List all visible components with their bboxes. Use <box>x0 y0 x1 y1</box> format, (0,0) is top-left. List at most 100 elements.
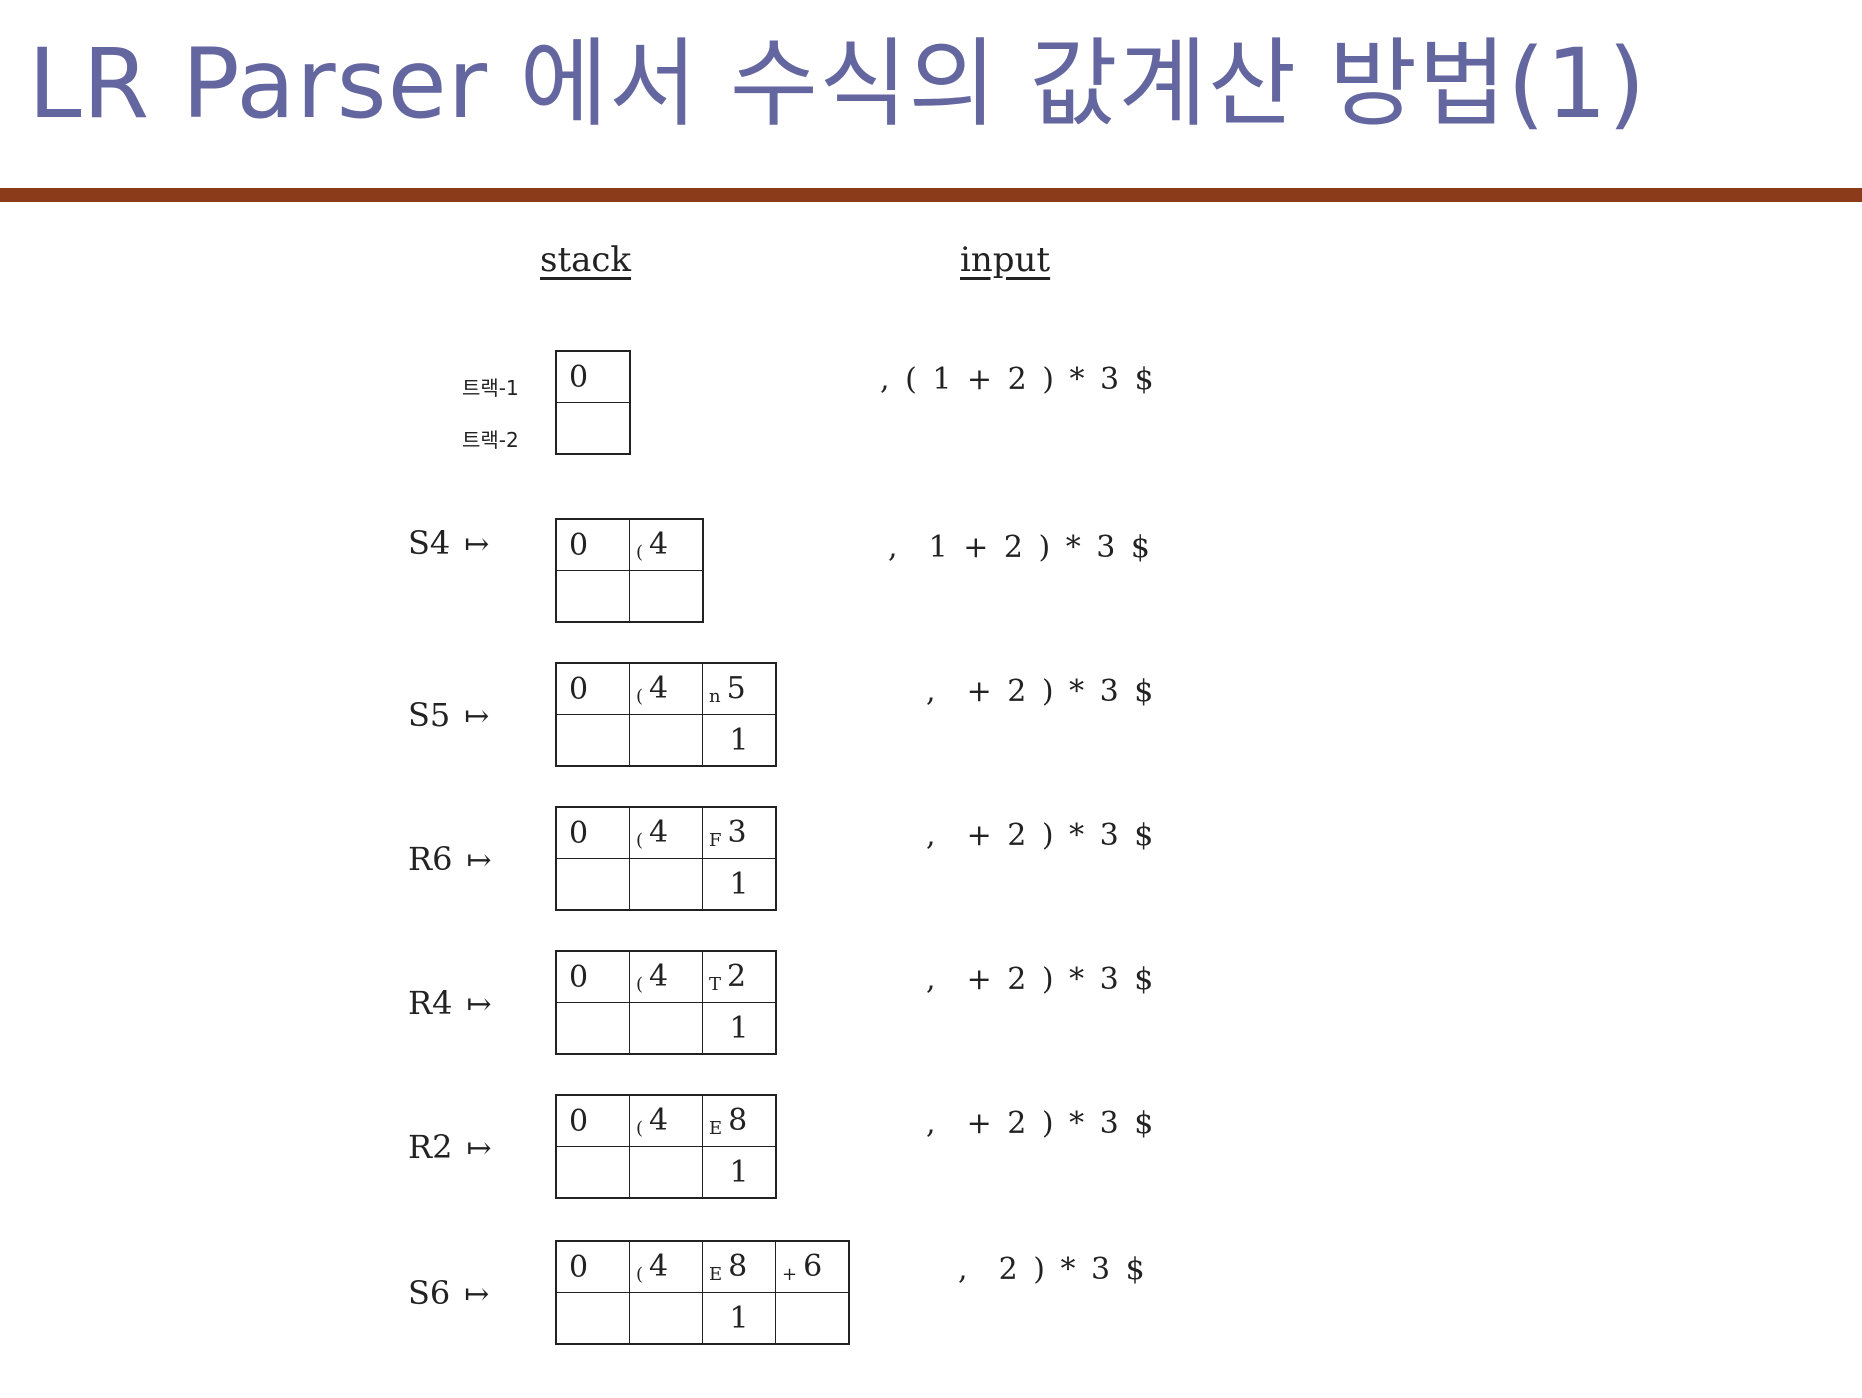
action-label: S5 <box>408 696 451 734</box>
stack-cell: 0 <box>555 662 630 715</box>
stack-cell: 0 <box>555 518 630 571</box>
parser-state: 0 <box>569 1249 589 1285</box>
semantic-value: 1 <box>702 858 777 911</box>
stack-header: stack <box>540 240 632 280</box>
semantic-value <box>555 402 631 455</box>
stack-cell: (4 <box>629 950 703 1003</box>
step-action: S5 ↦ <box>408 696 489 734</box>
parser-state: 0 <box>569 359 589 395</box>
grammar-symbol: E <box>709 1264 723 1285</box>
track-2-row: 1 <box>555 1146 777 1199</box>
stack-cell: (4 <box>629 806 703 859</box>
grammar-symbol: ( <box>636 686 644 707</box>
action-label: R4 <box>408 984 453 1022</box>
parser-state: 4 <box>649 815 669 850</box>
parser-state: 4 <box>649 959 669 994</box>
parser-state: 0 <box>569 959 589 995</box>
maps-to-arrow-icon: ↦ <box>466 1131 492 1166</box>
parser-state: 8 <box>728 1103 748 1138</box>
stack-cell: 0 <box>555 1240 630 1293</box>
step-action: S4↦ <box>408 524 489 562</box>
semantic-value <box>629 570 704 623</box>
grammar-symbol: F <box>709 830 722 851</box>
title-divider <box>0 188 1862 202</box>
parser-state: 4 <box>649 671 669 706</box>
stack-cell: (4 <box>629 1094 703 1147</box>
remaining-input: , ( 1 + 2 ) * 3 $ <box>880 362 1154 397</box>
semantic-value <box>555 714 630 767</box>
semantic-value <box>629 858 703 911</box>
maps-to-arrow-icon: ↦ <box>464 527 490 562</box>
semantic-value: 1 <box>702 714 777 767</box>
step-action: R6 ↦ <box>408 840 492 878</box>
semantic-value <box>775 1292 850 1345</box>
stack-cell: (4 <box>629 518 704 571</box>
semantic-value: 1 <box>702 1292 776 1345</box>
parser-state: 0 <box>569 671 589 707</box>
grammar-symbol: ( <box>636 974 644 995</box>
semantic-value <box>629 1292 703 1345</box>
stack-table: 0 (4 <box>555 518 704 623</box>
action-label: S6 <box>408 1274 451 1312</box>
grammar-symbol: + <box>782 1264 798 1285</box>
parser-state: 6 <box>803 1249 823 1284</box>
stack-cell: (4 <box>629 662 703 715</box>
track-2-row: 1 <box>555 714 777 767</box>
maps-to-arrow-icon: ↦ <box>466 987 492 1022</box>
stack-cell: 0 <box>555 950 630 1003</box>
semantic-value: 1 <box>702 1146 777 1199</box>
grammar-symbol: ( <box>636 542 644 563</box>
maps-to-arrow-icon: ↦ <box>466 843 492 878</box>
action-label: R6 <box>408 840 453 878</box>
semantic-value <box>555 1002 630 1055</box>
grammar-symbol: n <box>709 686 721 707</box>
semantic-value <box>629 1146 703 1199</box>
remaining-input: , + 2 ) * 3 $ <box>926 818 1154 853</box>
semantic-value <box>629 714 703 767</box>
stack-table: 0 <box>555 350 631 455</box>
track-1-row: 0 (4 <box>555 518 704 571</box>
input-header: input <box>960 240 1051 280</box>
stack-cell: 0 <box>555 1094 630 1147</box>
parser-state: 2 <box>727 959 747 994</box>
track-1-row: 0 <box>555 350 631 403</box>
maps-to-arrow-icon: ↦ <box>464 699 490 734</box>
parser-state: 5 <box>726 671 746 706</box>
remaining-input: , + 2 ) * 3 $ <box>926 674 1154 709</box>
step-action: S6 ↦ <box>408 1274 489 1312</box>
step-action: R2 ↦ <box>408 1128 492 1166</box>
parser-state: 0 <box>569 527 589 563</box>
semantic-value <box>555 858 630 911</box>
grammar-symbol: E <box>709 1118 723 1139</box>
grammar-symbol: ( <box>636 1264 644 1285</box>
track-2-label: 트랙-2 <box>462 428 519 452</box>
remaining-input: , 1 + 2 ) * 3 $ <box>888 530 1151 565</box>
action-label: R2 <box>408 1128 453 1166</box>
track-2-row <box>555 402 631 455</box>
track-2-row <box>555 570 704 623</box>
parser-state: 4 <box>649 1103 669 1138</box>
remaining-input: , + 2 ) * 3 $ <box>926 1106 1154 1141</box>
semantic-value <box>555 570 630 623</box>
parser-state: 0 <box>569 815 589 851</box>
grammar-symbol: T <box>709 974 722 995</box>
step-action: R4 ↦ <box>408 984 492 1022</box>
slide-title: LR Parser 에서 수식의 값계산 방법(1) <box>28 28 1647 140</box>
track-2-row: 1 <box>555 858 777 911</box>
maps-to-arrow-icon: ↦ <box>464 1277 490 1312</box>
remaining-input: , 2 ) * 3 $ <box>958 1252 1145 1287</box>
